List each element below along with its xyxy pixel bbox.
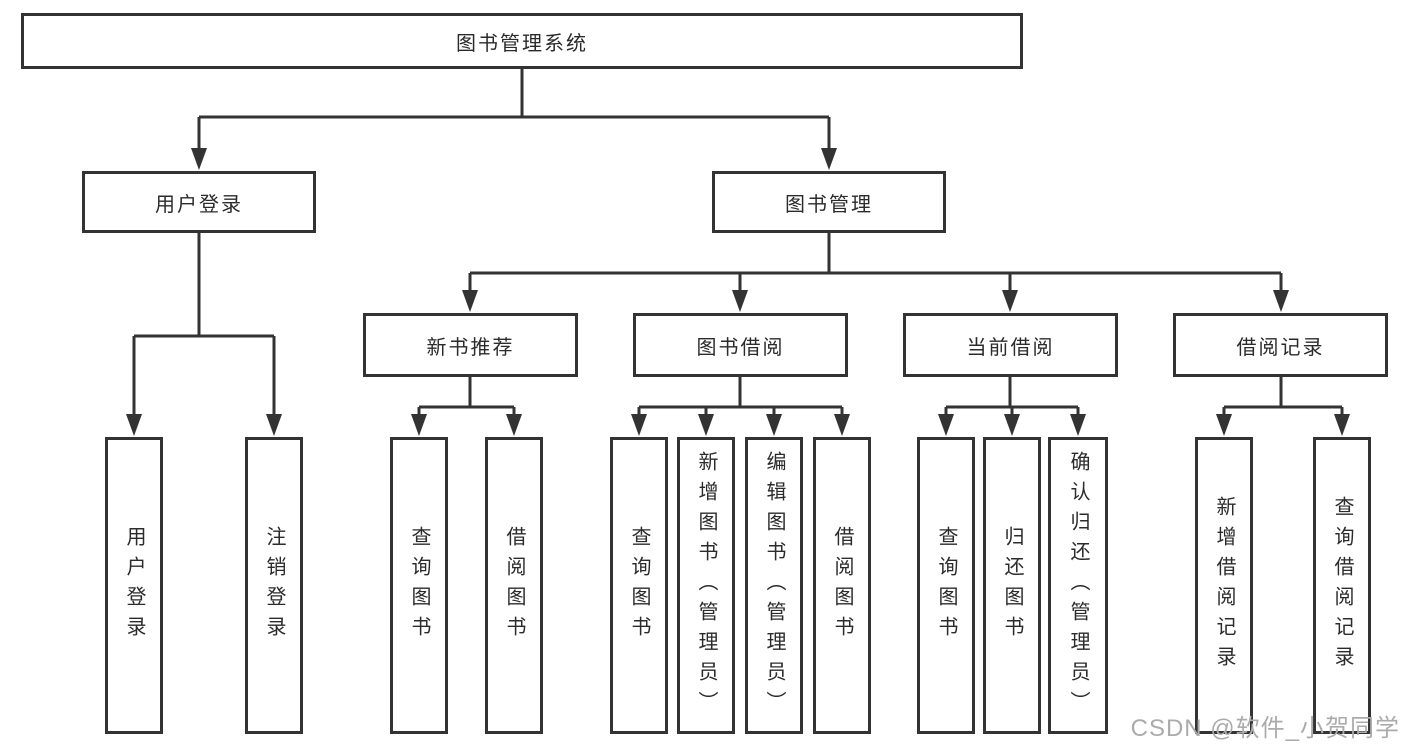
- leaf-query-borrow-record: 查询借阅记录: [1313, 437, 1371, 734]
- node-book-management-label: 图书管理: [785, 193, 873, 216]
- node-book-borrow: 图书借阅: [633, 313, 848, 377]
- leaf-borrow-book-2: 借阅图书: [813, 437, 871, 734]
- leaf-user-login: 用户登录: [105, 437, 163, 734]
- node-user-login: 用户登录: [82, 171, 316, 233]
- leaf-borrow-book-1-label: 借阅图书: [503, 525, 525, 646]
- node-book-management: 图书管理: [712, 171, 946, 233]
- leaf-query-book-1: 查询图书: [390, 437, 448, 734]
- leaf-query-book-3: 查询图书: [917, 437, 975, 734]
- connector-book-management-to-level3: [462, 233, 1289, 312]
- connector-user-login-to-leaves: [126, 233, 282, 436]
- leaf-add-borrow-record: 新增借阅记录: [1195, 437, 1253, 734]
- connector-book-borrow-to-leaves: [631, 377, 850, 436]
- node-borrow-records-label: 借阅记录: [1236, 336, 1325, 359]
- node-borrow-records: 借阅记录: [1173, 313, 1388, 377]
- node-user-login-label: 用户登录: [155, 193, 243, 216]
- leaf-return-book-label: 归还图书: [1001, 525, 1023, 646]
- connector-new-book-recommend-to-leaves: [411, 377, 522, 436]
- leaf-query-book-2-label: 查询图书: [628, 525, 650, 646]
- connector-root-to-level2: [191, 69, 837, 170]
- leaf-logout-label: 注销登录: [263, 525, 285, 646]
- leaf-borrow-book-2-label: 借阅图书: [831, 525, 853, 646]
- connector-current-borrow-to-leaves: [938, 377, 1086, 436]
- csdn-watermark: CSDN @软件_小贺同学: [1130, 715, 1400, 742]
- node-root: 图书管理系统: [21, 13, 1023, 69]
- leaf-add-book-admin: 新增图书（管理员）: [677, 437, 735, 734]
- leaf-add-borrow-record-label: 新增借阅记录: [1213, 495, 1235, 676]
- leaf-edit-book-admin-label: 编辑图书（管理员）: [763, 450, 785, 721]
- node-current-borrow: 当前借阅: [903, 313, 1118, 377]
- leaf-confirm-return-admin: 确认归还（管理员）: [1048, 437, 1108, 734]
- node-new-book-recommend: 新书推荐: [363, 313, 578, 377]
- leaf-borrow-book-1: 借阅图书: [485, 437, 543, 734]
- leaf-edit-book-admin: 编辑图书（管理员）: [745, 437, 803, 734]
- leaf-add-book-admin-label: 新增图书（管理员）: [695, 450, 717, 721]
- node-new-book-recommend-label: 新书推荐: [426, 336, 515, 359]
- leaf-confirm-return-admin-label: 确认归还（管理员）: [1067, 450, 1089, 721]
- leaf-query-borrow-record-label: 查询借阅记录: [1331, 495, 1353, 676]
- node-book-borrow-label: 图书借阅: [696, 336, 785, 359]
- leaf-user-login-label: 用户登录: [123, 525, 145, 646]
- leaf-query-book-2: 查询图书: [610, 437, 668, 734]
- node-current-borrow-label: 当前借阅: [966, 336, 1055, 359]
- leaf-return-book: 归还图书: [983, 437, 1041, 734]
- leaf-logout: 注销登录: [245, 437, 303, 734]
- node-root-label: 图书管理系统: [456, 32, 588, 55]
- leaf-query-book-1-label: 查询图书: [408, 525, 430, 646]
- connector-borrow-records-to-leaves: [1216, 377, 1350, 436]
- leaf-query-book-3-label: 查询图书: [935, 525, 957, 646]
